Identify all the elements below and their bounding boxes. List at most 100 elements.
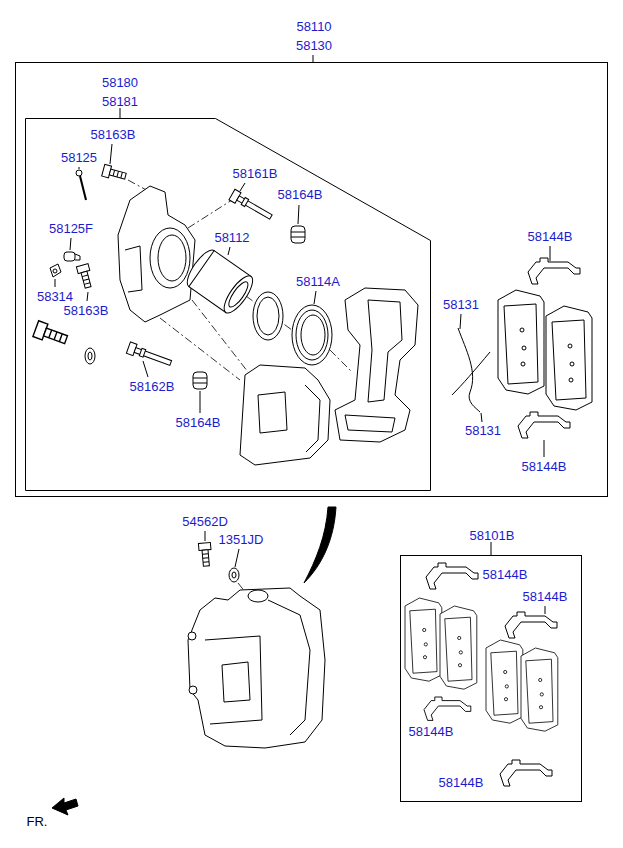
bleeder-screw xyxy=(80,176,86,200)
callout-number: 58144B xyxy=(409,724,454,740)
caliper-assembly xyxy=(188,632,196,640)
part-number: 58180 xyxy=(102,73,138,92)
brake-pad xyxy=(440,606,477,689)
callout-number: 58144B xyxy=(439,775,484,791)
nipple xyxy=(50,264,61,277)
guide-pin xyxy=(126,342,172,369)
guide-pin xyxy=(126,189,274,368)
callout-number: 54562D xyxy=(182,514,228,530)
washer xyxy=(229,568,239,582)
leader-line xyxy=(55,144,550,614)
leader-line xyxy=(79,167,80,169)
callout-number: 58164B xyxy=(176,415,221,431)
caliper-housing xyxy=(118,186,195,322)
brake-pad xyxy=(405,598,442,681)
parts-illustration xyxy=(33,55,592,815)
leader-line xyxy=(481,413,482,422)
caliper-assembly xyxy=(188,588,325,748)
leader-line xyxy=(55,279,56,287)
leader-line xyxy=(228,247,230,255)
callout-number: 58164B xyxy=(278,187,323,203)
bleeder-screw xyxy=(76,170,86,200)
box-heading: 5818058181 xyxy=(102,73,138,111)
caliper-assembly xyxy=(205,636,262,724)
caliper-housing xyxy=(118,186,195,322)
box-heading: 5811058130 xyxy=(296,17,332,55)
part-number: 58130 xyxy=(296,36,332,55)
assembly-arrow xyxy=(304,507,336,583)
callout-number: 58144B xyxy=(523,589,568,605)
leader-line xyxy=(235,549,239,567)
callout-number: 1351JD xyxy=(219,532,264,548)
leader-line xyxy=(87,292,88,301)
brake-pad xyxy=(405,598,558,731)
pin-boot xyxy=(291,226,305,243)
callout-number: 58163B xyxy=(91,127,136,143)
bolt xyxy=(33,164,127,364)
heading-leader xyxy=(313,55,314,62)
construction-line xyxy=(192,300,248,372)
leader-line xyxy=(545,606,546,614)
bolt xyxy=(102,164,127,182)
callout-number: 58314 xyxy=(37,289,73,305)
brake-pad xyxy=(521,648,558,731)
caliper-housing xyxy=(150,228,190,288)
caliper-housing xyxy=(125,246,142,292)
bolt xyxy=(85,348,95,364)
pad-clip xyxy=(528,258,580,284)
pad-clip xyxy=(424,697,471,720)
callout-number: 58131 xyxy=(465,423,501,439)
piston-seal xyxy=(257,297,279,335)
brake-pad xyxy=(498,290,544,394)
front-arrow xyxy=(52,798,78,815)
leader-line xyxy=(143,361,148,377)
wear-wire xyxy=(452,328,490,412)
pin-boot xyxy=(193,378,207,383)
bolt xyxy=(33,321,69,348)
washer xyxy=(232,572,236,578)
dust-boot xyxy=(301,315,325,355)
callout-number: 58144B xyxy=(483,567,528,583)
pad-clip xyxy=(426,563,478,589)
piston xyxy=(226,279,251,309)
callout-number: 58114A xyxy=(296,274,340,290)
caliper-bracket xyxy=(345,415,395,432)
callout-number: 58112 xyxy=(214,230,249,246)
callout-number: 58163B xyxy=(64,303,109,319)
pin-boot xyxy=(193,372,207,389)
caliper-body xyxy=(240,365,330,465)
callout-number: 58162B xyxy=(130,379,175,395)
caliper-assembly xyxy=(222,662,250,702)
bleeder-cap xyxy=(64,252,75,261)
brake-pad xyxy=(546,306,592,410)
wear-wire xyxy=(458,328,480,412)
leader-line xyxy=(544,440,545,457)
bolt xyxy=(76,264,94,289)
direction-label: FR. xyxy=(27,814,48,830)
leader-line xyxy=(298,205,299,224)
caliper-assembly xyxy=(248,590,268,602)
bleeder-cap xyxy=(64,252,80,261)
box-outline xyxy=(26,119,431,491)
caliper-bracket xyxy=(335,288,418,442)
callout-number: 58125 xyxy=(61,150,97,166)
heading-leader xyxy=(491,542,492,555)
pad-clip xyxy=(505,612,557,638)
bolt xyxy=(198,543,212,567)
leader-line xyxy=(70,238,71,250)
wear-wire xyxy=(452,352,490,395)
piston xyxy=(182,246,257,317)
bleeder-cap xyxy=(75,254,80,260)
caliper-bracket xyxy=(335,288,418,442)
caliper-bracket xyxy=(368,300,402,402)
callout-number: 58131 xyxy=(443,297,479,313)
piston-seal xyxy=(253,292,283,340)
leader-line xyxy=(205,531,206,541)
heading-leader xyxy=(120,108,121,118)
part-number: 58181 xyxy=(102,92,138,111)
bolt xyxy=(88,352,92,360)
dust-boot xyxy=(296,310,328,360)
leader-line xyxy=(240,183,245,191)
caliper-assembly xyxy=(268,600,310,735)
caliper-assembly xyxy=(188,588,325,748)
